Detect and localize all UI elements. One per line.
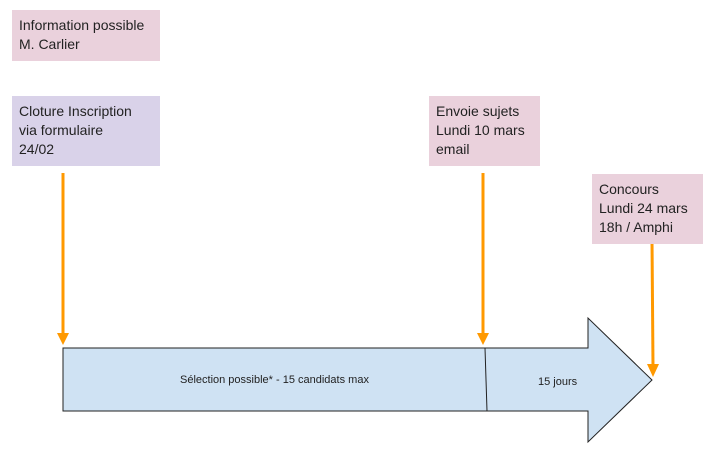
concours-note-line-1: Concours bbox=[599, 181, 659, 197]
cloture-note-line-1: Cloture Inscription bbox=[19, 103, 132, 119]
information-note-line-1: Information possible bbox=[19, 17, 145, 33]
final-segment-label: 15 jours bbox=[538, 376, 578, 388]
cloture-pointer bbox=[57, 173, 69, 345]
timeline-divider bbox=[484, 347, 488, 412]
concours-note-line-3: 18h / Amphi bbox=[599, 219, 673, 235]
timeline-arrow bbox=[62, 316, 653, 444]
information-note-line-2: M. Carlier bbox=[19, 36, 80, 52]
envoi-note-line-1: Envoie sujets bbox=[436, 103, 520, 119]
envoi-pointer bbox=[477, 173, 489, 345]
envoi-note: Envoie sujets Lundi 10 mars email bbox=[429, 96, 540, 166]
cloture-note-line-2: via formulaire bbox=[19, 122, 104, 138]
envoi-note-line-3: email bbox=[436, 141, 470, 157]
concours-note: Concours Lundi 24 mars 18h / Amphi bbox=[592, 174, 703, 244]
cloture-note: Cloture Inscription via formulaire 24/02 bbox=[12, 96, 160, 166]
concours-note-line-2: Lundi 24 mars bbox=[599, 200, 688, 216]
cloture-note-line-3: 24/02 bbox=[19, 141, 55, 157]
envoi-note-line-2: Lundi 10 mars bbox=[436, 122, 525, 138]
concours-pointer bbox=[647, 239, 659, 377]
selection-segment-label: Sélection possible* - 15 candidats max bbox=[180, 374, 369, 386]
information-note: Information possible M. Carlier bbox=[12, 10, 160, 61]
